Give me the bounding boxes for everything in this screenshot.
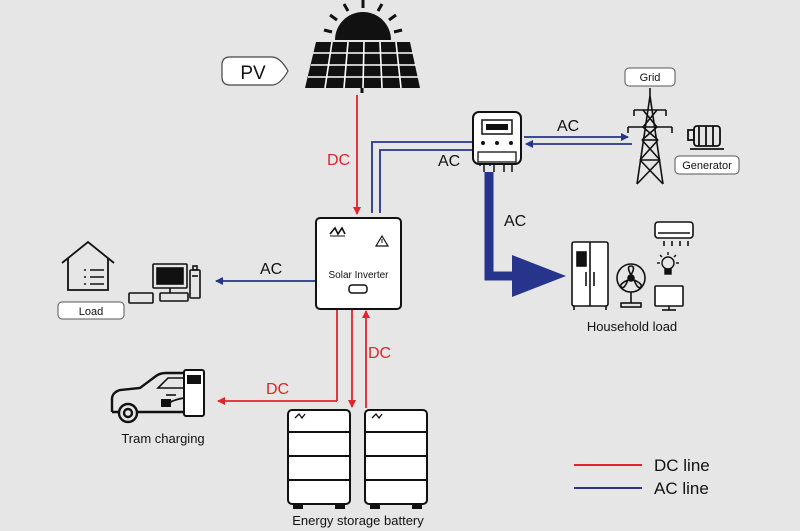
monitor-icon <box>654 285 684 311</box>
grid-tag: Grid <box>624 67 676 87</box>
inverter-meter-ac-line-2 <box>379 149 481 213</box>
inverter-battery-dc-text: DC <box>368 345 391 362</box>
pv-dc-text: DC <box>327 152 350 169</box>
generator-icon <box>687 125 724 150</box>
generator-label: Generator <box>682 160 732 172</box>
solar-inverter-box: Solar Inverter <box>315 217 402 310</box>
legend-ac-label: AC line <box>654 479 709 498</box>
solar-inverter-label: Solar Inverter <box>328 270 389 281</box>
legend-dc-label: DC line <box>654 456 710 475</box>
pv-tag: PV <box>221 56 289 86</box>
computer-icon <box>128 263 201 304</box>
battery-stack-2 <box>364 409 428 509</box>
generator-tag: Generator <box>674 155 740 175</box>
tram-dc-text: DC <box>266 381 289 398</box>
grid-label: Grid <box>640 72 661 84</box>
inverter-load-ac-text: AC <box>260 261 282 278</box>
fan-icon <box>616 263 646 308</box>
load-tag: Load <box>57 301 125 320</box>
pv-label: PV <box>240 63 266 84</box>
battery-stack-1 <box>287 409 351 509</box>
refrigerator-icon <box>571 241 609 310</box>
household-load-label: Household load <box>587 319 677 334</box>
meter-grid-ac-text: AC <box>557 118 579 135</box>
meter-household-ac-text: AC <box>504 213 526 230</box>
warning-icon <box>374 234 390 247</box>
tram-charging-label: Tram charging <box>121 431 204 446</box>
inverter-meter-ac-text: AC <box>438 153 460 170</box>
inverter-display-icon <box>348 284 368 294</box>
solar-panel-icon <box>305 0 420 93</box>
house-icon <box>61 240 115 291</box>
household-ac-arrow <box>484 172 566 297</box>
transmission-tower-icon <box>627 88 673 185</box>
legend: DC line AC line <box>574 456 710 498</box>
air-conditioner-icon <box>654 221 694 246</box>
light-bulb-icon <box>657 252 679 275</box>
energy-storage-label: Energy storage battery <box>292 513 424 528</box>
charging-station-icon <box>161 369 205 417</box>
electric-meter-icon <box>472 111 522 172</box>
brand-logo-icon <box>329 226 346 237</box>
load-label: Load <box>79 306 103 318</box>
sun-icon <box>323 0 403 40</box>
